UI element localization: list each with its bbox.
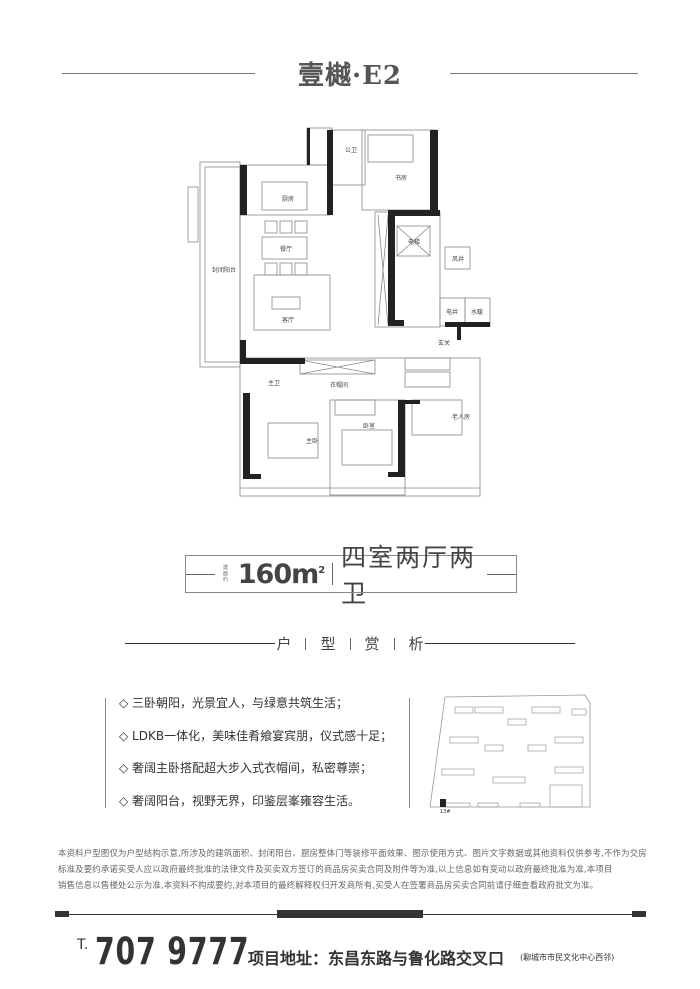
divider [349, 637, 351, 650]
footer-rule-cap-left [55, 911, 69, 917]
bracket-left [105, 698, 116, 808]
room-label-electric-shaft: 电井 [446, 308, 458, 316]
disclaimer: 本资料户型图仅为户型结构示意,所涉及的建筑面积、封闭阳台、厨房整体门等装修平面效… [58, 845, 648, 893]
room-label-living: 客厅 [282, 316, 294, 324]
room-label-elevator: 电梯 [408, 238, 420, 246]
feature-item: ◇ 奢阔阳台，视野无界，印鉴层峯雍容生活。 [119, 794, 361, 808]
layout-type: 四室两厅两卫 [341, 543, 477, 608]
bracket-right [399, 698, 410, 808]
master-bed [267, 422, 319, 459]
feature-list: ◇ 三卧朝阳，光景宜人，与绿意共筑生活； ◇ LDKB一体化，美味佳肴飨宴宾朋，… [105, 690, 410, 820]
room-label-balcony: 封闭阳台 [212, 266, 236, 274]
divider [393, 637, 395, 650]
room-label-walk-in-closet: 衣帽间 [330, 381, 348, 389]
footer-rule-cap-right [632, 911, 646, 917]
phone-prefix: T. [77, 937, 89, 953]
building-marker [440, 799, 446, 807]
room-label-master-bedroom: 主卧 [306, 437, 318, 445]
area-value: 160m2 [237, 558, 325, 590]
area-number: 160m [237, 558, 319, 590]
section-title: 户 型 赏 析 [0, 633, 700, 654]
room-label-elder-room: 老人房 [452, 413, 470, 421]
section-char: 赏 [364, 635, 380, 653]
address-note: (聊城市市民文化中心西邻) [520, 953, 615, 962]
room-label-entrance: 玄关 [438, 339, 450, 347]
divider [332, 563, 334, 585]
site-plan: 13# [429, 694, 591, 815]
divider [186, 573, 215, 575]
title-rule-right [450, 73, 638, 74]
building-label: 13# [440, 809, 451, 815]
section-char: 析 [408, 635, 424, 653]
feature-item: ◇ 三卧朝阳，光景宜人，与绿意共筑生活； [119, 696, 349, 710]
disclaimer-line: 销售信息以售楼处公示为准,本资料不构成要约,对本项目的最终解释权归开发商所有,买… [58, 880, 599, 890]
room-label-master-bath: 主卫 [268, 379, 280, 387]
area-summary-box: 建面约 160m2 四室两厅两卫 [185, 543, 517, 608]
section-rule-right [425, 643, 575, 644]
dining-table [261, 236, 308, 260]
disclaimer-line: 本资料户型图仅为户型结构示意,所涉及的建筑面积、封闭阳台、厨房整体门等装修平面效… [58, 848, 647, 858]
room-label-bedroom: 卧室 [363, 422, 375, 430]
page-title: 壹樾·E2 [298, 61, 402, 91]
closet [299, 359, 376, 375]
divider [487, 573, 516, 575]
window [187, 186, 199, 243]
floor-plan: 公卫 书房 厨房 餐厅 封闭阳台 客厅 电梯 风井 电井 水暖 玄关 主卫 衣帽… [187, 127, 491, 497]
room-label-study: 书房 [395, 174, 407, 182]
section-char: 户 [276, 635, 292, 653]
phone-number[interactable]: 707 9777 [95, 930, 250, 973]
elder-bed [411, 399, 463, 436]
project-address: 项目地址：东昌东路与鲁化路交叉口 [248, 949, 505, 968]
divider [305, 637, 307, 650]
kitchen-island [261, 181, 308, 211]
elevator-car [396, 225, 431, 257]
room-label-kitchen: 厨房 [282, 195, 294, 203]
wall [240, 165, 247, 215]
title-rule-left [62, 73, 255, 74]
room-label-plumbing: 水暖 [471, 308, 483, 316]
feature-item: ◇ LDKB一体化，美味佳肴飨宴宾朋，仪式感十足； [119, 729, 393, 743]
section-rule-left [125, 643, 275, 644]
study-bed [367, 134, 414, 163]
section-char: 型 [320, 635, 336, 653]
room-label-public-bath: 公卫 [345, 147, 357, 154]
room-label-wind-shaft: 风井 [452, 255, 464, 263]
footer-rule-accent [277, 910, 423, 918]
disclaimer-line: 标准及要约承诺买受人应以政府最终批准的法律文件及买卖双方签订的商品房买卖合同及附… [58, 864, 613, 874]
wind-shaft [444, 246, 471, 270]
area-unit: 2 [318, 564, 325, 576]
second-bed [341, 429, 393, 466]
feature-item: ◇ 奢阔主卧搭配超大步入式衣帽间，私密尊崇； [119, 761, 373, 775]
sofa-set [253, 274, 331, 331]
balcony-outline [199, 161, 241, 368]
area-label: 建面约 [222, 565, 228, 583]
room-label-dining: 餐厅 [280, 245, 292, 253]
